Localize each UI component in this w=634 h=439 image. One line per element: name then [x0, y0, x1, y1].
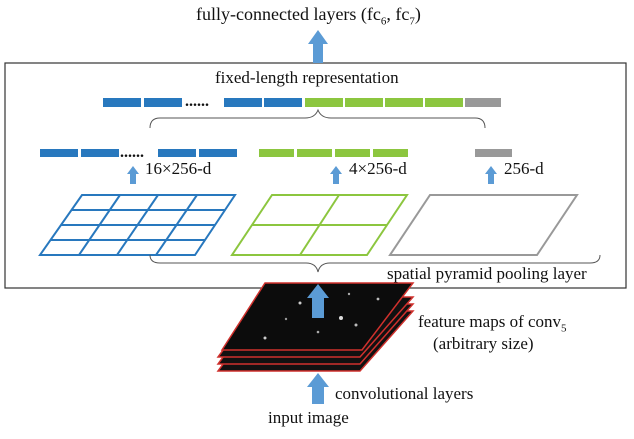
level-bars-blue	[40, 149, 237, 157]
feature-maps-label: feature maps of conv5	[418, 312, 567, 335]
bottom-brace	[149, 254, 601, 273]
arrow-up-icon	[485, 166, 497, 184]
arrow-up-icon	[330, 166, 342, 184]
grid-1x1	[388, 194, 579, 256]
fixed-length-bars	[103, 98, 501, 107]
bin-label-1: 256-d	[504, 159, 544, 178]
arrow-up-icon	[308, 30, 328, 63]
conv-layers-label: convolutional layers	[335, 384, 474, 403]
level-bars-green	[259, 149, 408, 157]
bin-label-16: 16×256-d	[145, 159, 212, 178]
box-title: fixed-length representation	[215, 68, 399, 87]
level-bars-gray	[475, 149, 512, 157]
feature-maps-sublabel: (arbitrary size)	[433, 334, 534, 353]
spp-layer-label: spatial pyramid pooling layer	[387, 264, 587, 283]
grid-2x2	[230, 194, 409, 256]
top-brace	[149, 108, 486, 129]
arrow-up-icon	[307, 284, 329, 318]
ellipsis-top: ......	[185, 93, 209, 110]
arrow-up-icon	[307, 373, 329, 404]
fc-layers-label: fully-connected layers (fc6, fc7)	[196, 4, 421, 28]
ellipsis-left: ......	[120, 144, 144, 161]
input-image-label: input image	[268, 408, 349, 427]
arrow-up-icon	[127, 166, 139, 184]
bin-label-4: 4×256-d	[349, 159, 407, 178]
grid-4x4	[38, 194, 237, 256]
